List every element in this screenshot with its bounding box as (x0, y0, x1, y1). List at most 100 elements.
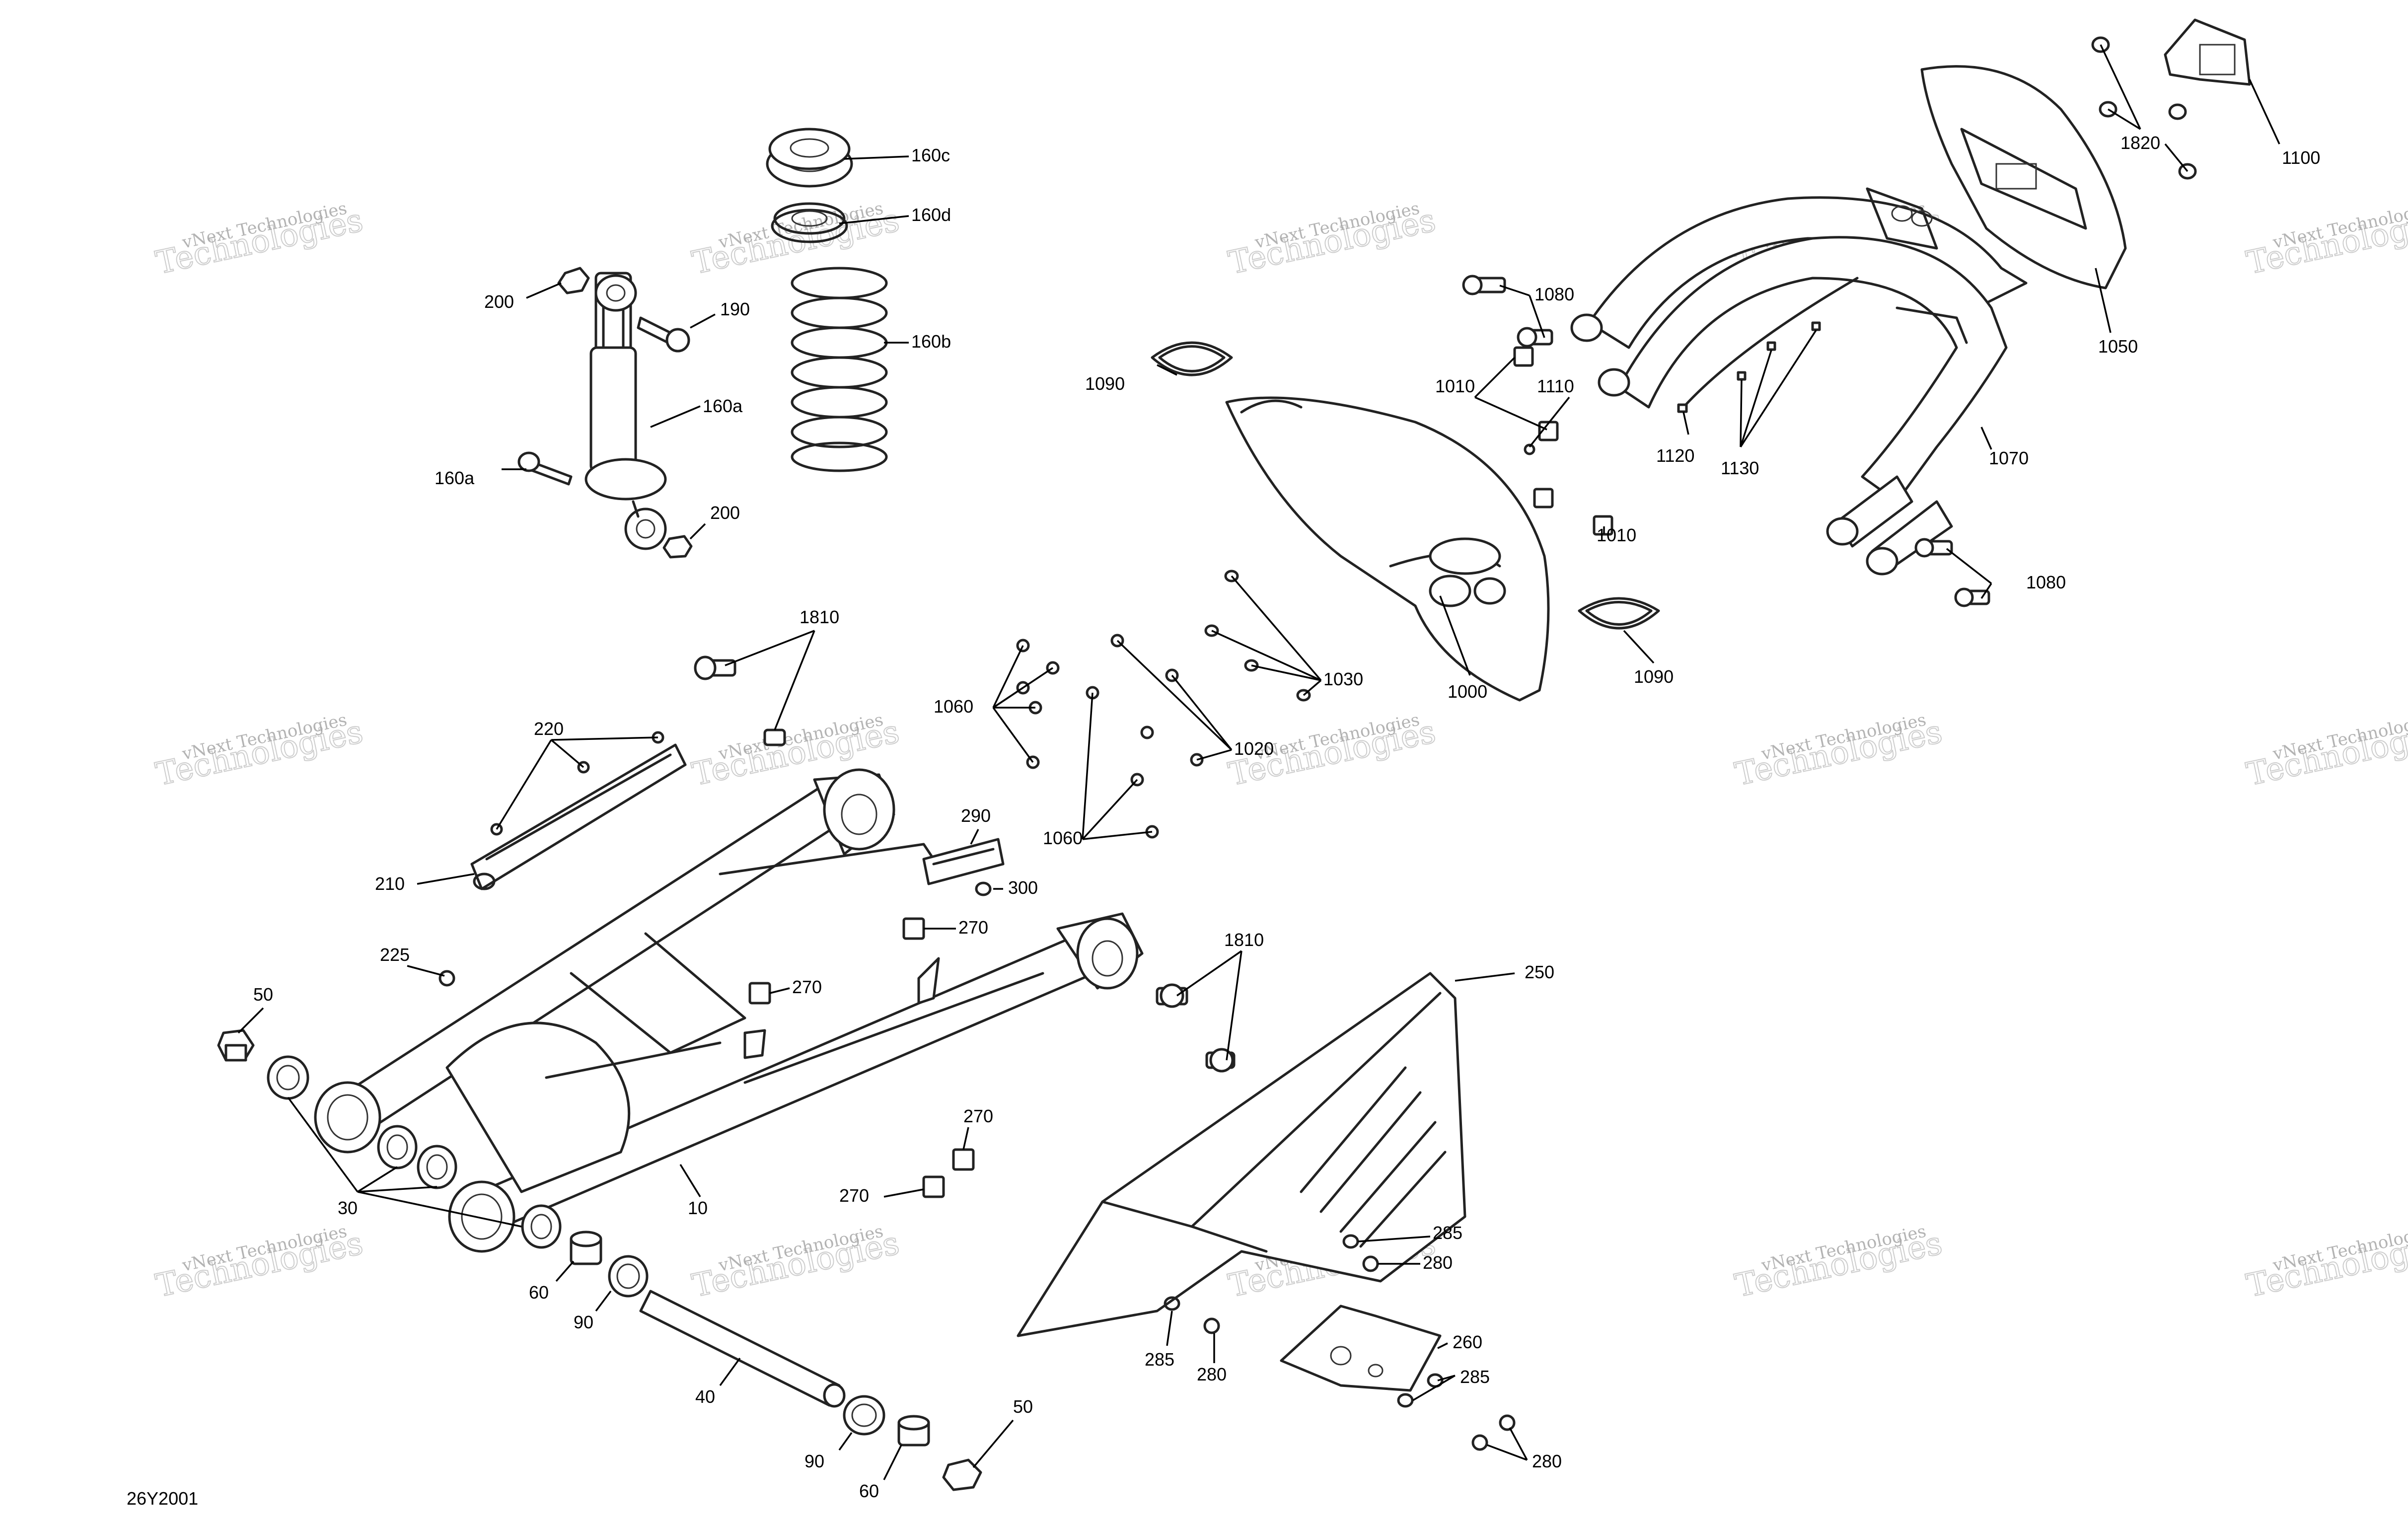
callout-1820: 1820 (2120, 133, 2160, 153)
nut-200-top (557, 267, 590, 294)
callout-220: 220 (534, 719, 564, 739)
callout-1050: 1050 (2098, 336, 2138, 357)
callout-1070: 1070 (1989, 448, 2029, 468)
watermark: Technologies vNext Technologies (2243, 1221, 2408, 1305)
bracket-290 (922, 838, 1005, 885)
leader-lines (237, 44, 2280, 1480)
callout-160d: 160d (911, 205, 951, 225)
bolts-280-c (1471, 1414, 1516, 1451)
callout-labels: 160c 160d 160b 160a 160a 200 190 200 181… (253, 133, 2320, 1501)
watermark: Technologies vNext Technologies (152, 710, 367, 794)
diagram-code: 26Y2001 (127, 1488, 198, 1509)
callout-1060-bottom: 1060 (1043, 828, 1083, 848)
callout-1080-top: 1080 (1534, 284, 1574, 304)
callout-200-top: 200 (484, 291, 514, 312)
callout-1000: 1000 (1448, 681, 1487, 702)
callout-1110: 1110 (1537, 376, 1574, 396)
callout-90-bottom: 90 (804, 1451, 824, 1471)
axle-40 (639, 1290, 846, 1408)
callout-1010-right: 1010 (1597, 525, 1636, 545)
callout-200-bottom: 200 (710, 503, 740, 523)
fender-1000 (1225, 396, 1550, 702)
license-bracket-1100 (2164, 18, 2251, 86)
callout-280-b: 280 (1197, 1364, 1227, 1384)
callout-280-a: 280 (1423, 1252, 1453, 1273)
clip-270-c (952, 1148, 975, 1171)
watermark: Technologies vNext Technologies (689, 198, 903, 282)
nut-50-left (217, 1029, 255, 1062)
callout-280-c: 280 (1532, 1451, 1562, 1471)
grab-handle-1070 (1570, 187, 2028, 576)
screw-1110 (1524, 443, 1535, 455)
bracket-260 (1280, 1305, 1442, 1392)
callout-250: 250 (1525, 962, 1554, 982)
tail-light-housing-1050 (1920, 65, 2127, 290)
spacer-60-bottom (897, 1415, 930, 1447)
callout-1810-mid: 1810 (1224, 930, 1264, 950)
callout-160a-bolt: 160a (435, 468, 475, 488)
callout-285-a: 285 (1433, 1223, 1462, 1243)
gasket-1090-left (1151, 341, 1233, 376)
watermark: Technologies vNext Technologies (1732, 710, 1946, 794)
callout-270-c: 270 (963, 1106, 993, 1126)
gasket-1090-right (1578, 597, 1660, 630)
callout-160c: 160c (911, 145, 950, 165)
callout-1030: 1030 (1323, 669, 1363, 689)
callout-270-d: 270 (839, 1185, 869, 1206)
callout-225: 225 (380, 945, 410, 965)
callout-1100: 1100 (2282, 147, 2320, 168)
washer-285-a (1342, 1234, 1359, 1249)
callout-190: 190 (720, 299, 750, 319)
spacer-60-mid (570, 1231, 602, 1265)
bolts-1810-mid (1156, 983, 1236, 1073)
chain-guard-250 (1017, 972, 1466, 1337)
clip-270-a (902, 917, 925, 940)
seal-90-mid (608, 1255, 649, 1298)
callout-1080-right: 1080 (2026, 572, 2066, 592)
callout-1010-left: 1010 (1435, 376, 1475, 396)
callout-1090-right: 1090 (1634, 666, 1674, 687)
bolt-190 (637, 316, 690, 353)
plug-225 (438, 970, 455, 987)
callout-290: 290 (961, 805, 991, 826)
watermark: Technologies vNext Technologies (2243, 198, 2408, 282)
callout-1060-top: 1060 (934, 696, 973, 717)
bolts-1080-top (1462, 275, 1553, 348)
nut-200-bottom (662, 535, 693, 559)
watermark: Technologies vNext Technologies (1732, 1221, 1946, 1305)
bolt-160a (517, 451, 573, 486)
callout-1020: 1020 (1234, 738, 1274, 759)
bolt-1810-top (694, 655, 786, 746)
coil-spring-160b (791, 267, 888, 472)
washer-285-b (1164, 1296, 1180, 1311)
callout-285-c: 285 (1460, 1367, 1490, 1387)
callout-60-bottom: 60 (859, 1481, 879, 1501)
callout-50-bottom: 50 (1013, 1396, 1033, 1417)
ties-1130 (1737, 321, 1821, 381)
callout-270-a: 270 (958, 917, 988, 938)
spring-seat-160c (766, 128, 853, 188)
watermark: Technologies vNext Technologies (689, 1221, 903, 1305)
callout-60-mid: 60 (529, 1282, 549, 1303)
callout-160b: 160b (911, 331, 951, 352)
callout-90-mid: 90 (574, 1312, 593, 1332)
callout-285-b: 285 (1145, 1349, 1174, 1370)
callout-160a: 160a (703, 396, 743, 416)
callout-50-left: 50 (253, 984, 273, 1005)
seal-90-bottom (843, 1395, 885, 1436)
swingarm-10 (314, 768, 1144, 1253)
screws-1060 (1016, 634, 1204, 839)
callout-1120: 1120 (1656, 445, 1694, 466)
bolts-1080-right (1914, 538, 1990, 607)
callout-1810-top: 1810 (800, 607, 839, 627)
callout-10: 10 (688, 1198, 708, 1218)
callout-1090-left: 1090 (1085, 373, 1125, 394)
bolt-280-a (1362, 1255, 1379, 1272)
bolt-280-b (1203, 1317, 1220, 1334)
watermark: Technologies vNext Technologies (1225, 198, 1440, 282)
callout-210: 210 (375, 873, 405, 894)
bearings-30 (267, 1055, 562, 1249)
screw-300 (975, 881, 992, 896)
callout-300: 300 (1008, 877, 1038, 898)
